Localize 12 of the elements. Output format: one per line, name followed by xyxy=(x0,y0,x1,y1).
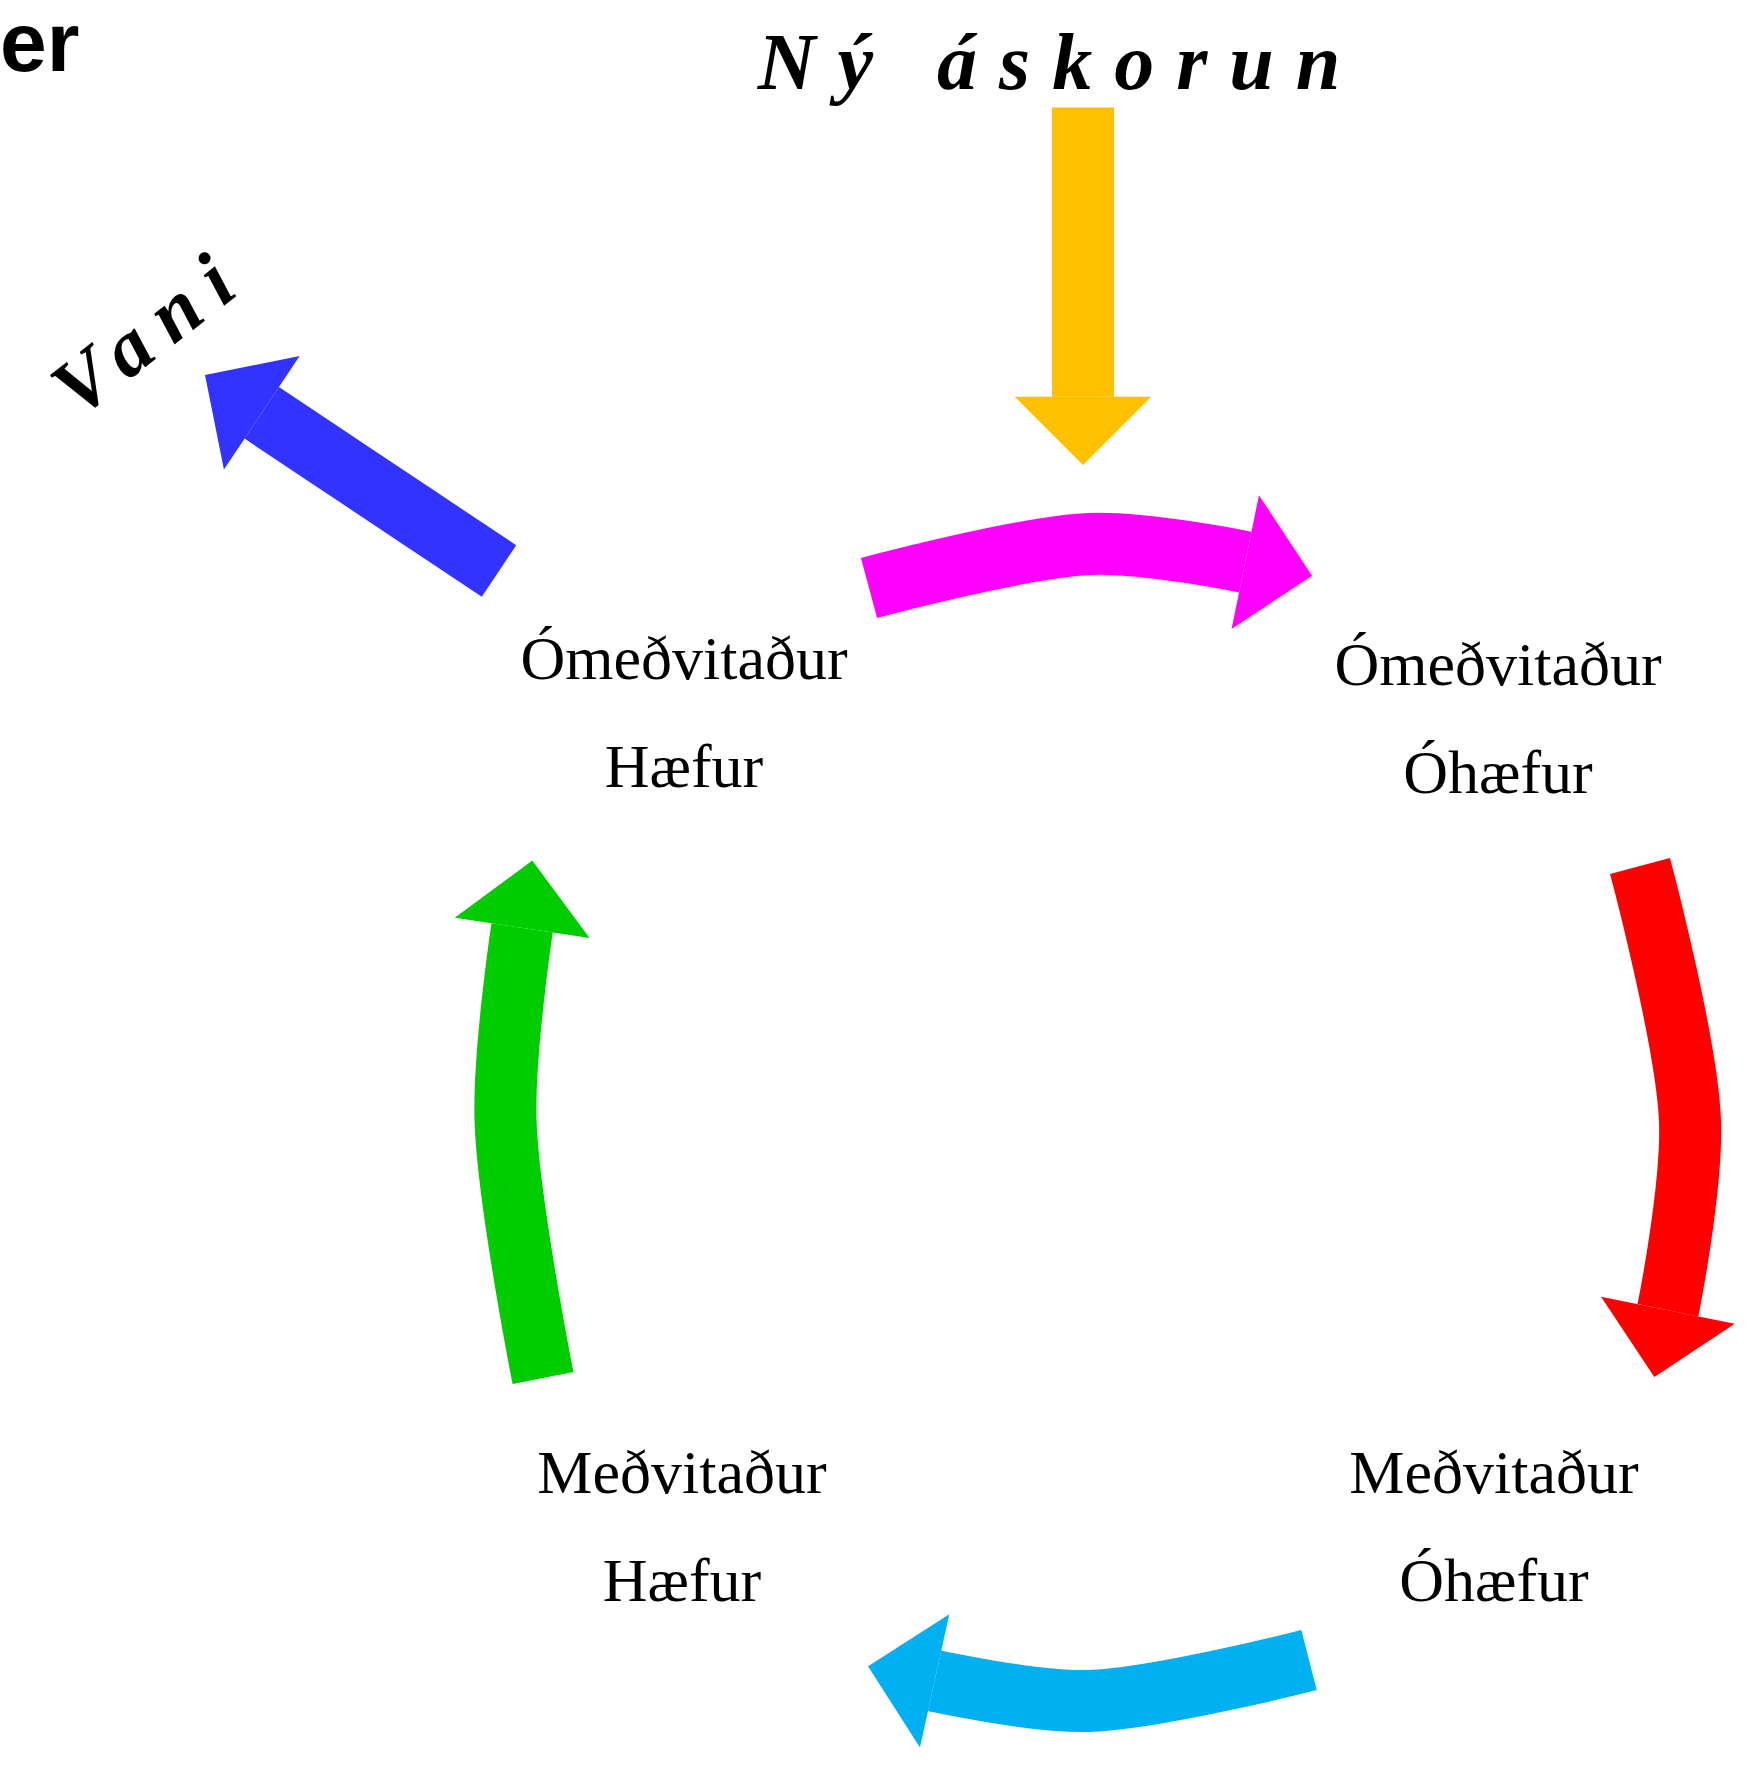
state-label: Meðvitaður Óhæfur xyxy=(1309,1378,1679,1674)
state-label: Meðvitaður Hæfur xyxy=(497,1378,867,1674)
block-arrow xyxy=(205,356,517,597)
block-arrow xyxy=(454,860,590,1384)
heading-text: Ný áskorun xyxy=(757,16,1363,108)
state-label: Ómeðvitaður Hæfur xyxy=(499,564,869,860)
block-arrow xyxy=(1014,107,1152,465)
block-arrow xyxy=(1601,858,1735,1378)
cut-off-text: er xyxy=(0,0,80,84)
block-arrow xyxy=(867,1614,1317,1748)
state-label: Ómeðvitaður Óhæfur xyxy=(1313,570,1683,866)
block-arrow xyxy=(861,495,1313,629)
